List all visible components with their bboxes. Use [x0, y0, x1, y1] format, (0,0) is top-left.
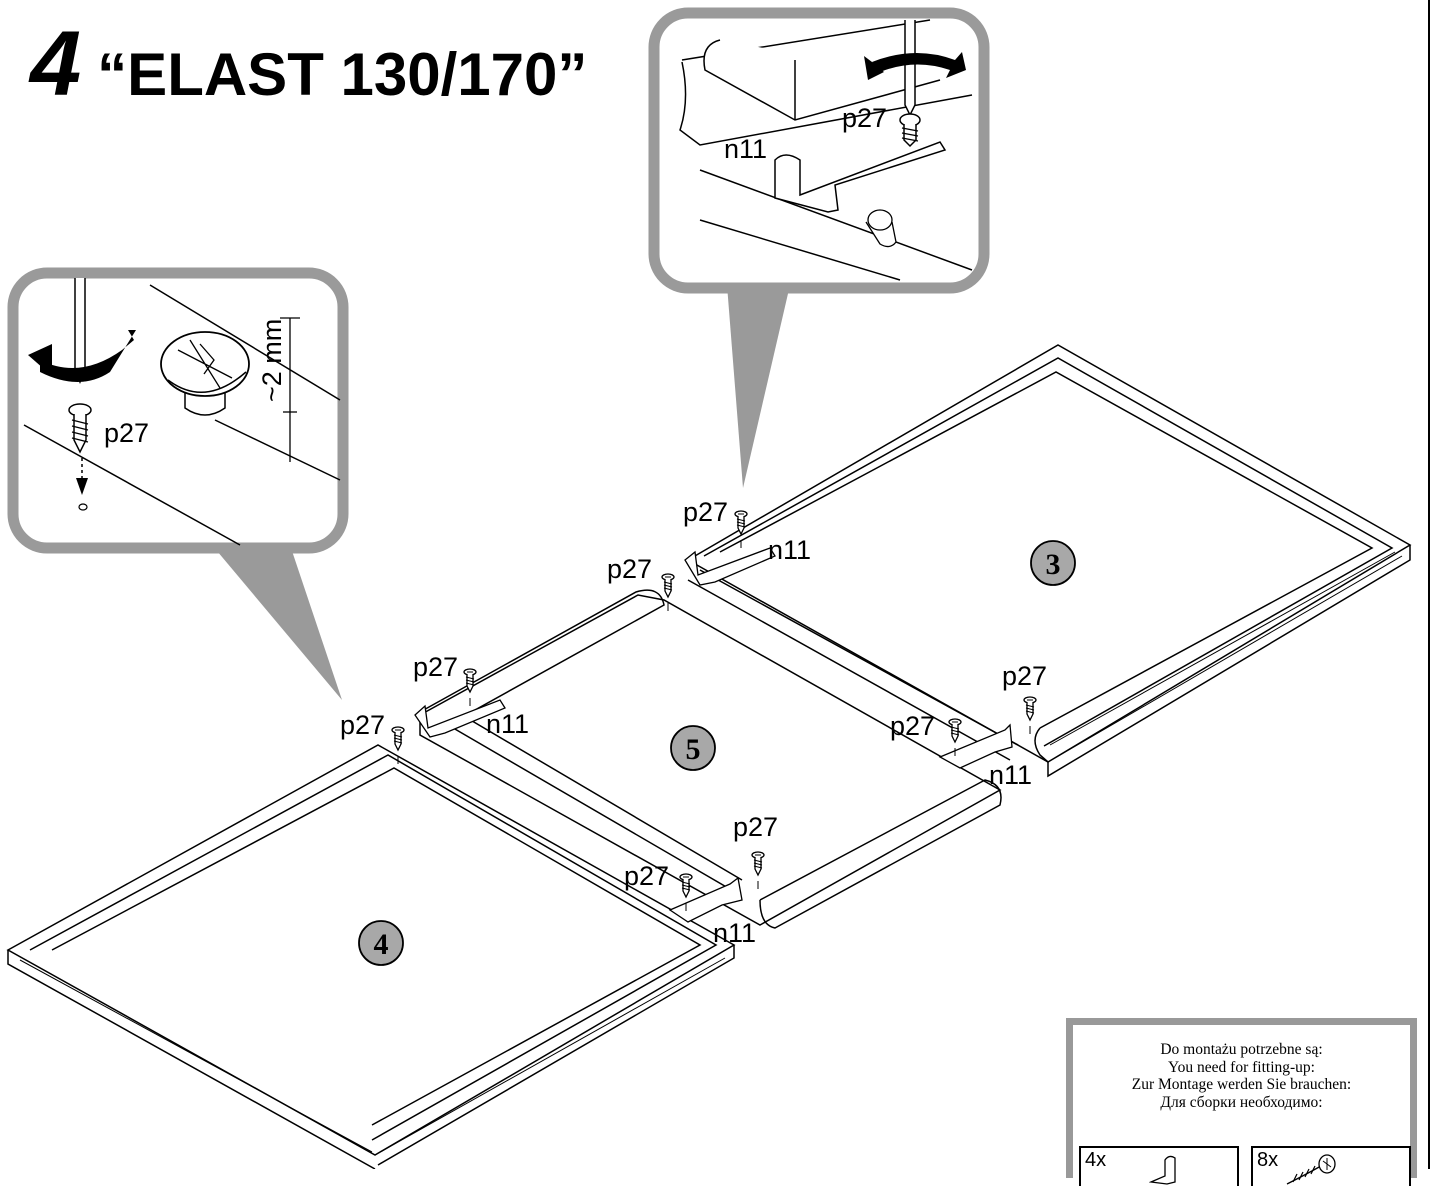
- bracket-n11-icon: [684, 547, 776, 586]
- step-number: 4: [30, 13, 82, 115]
- board-4-badge: [358, 920, 404, 966]
- parts-needed-box: Do montażu potrzebne są: You need for fi…: [1066, 1018, 1417, 1186]
- bracket-n11-icon: [1149, 1155, 1176, 1185]
- screw-label: p27: [733, 812, 778, 842]
- part-cell-screw: 8x: [1251, 1146, 1411, 1186]
- down-arrow-icon: [76, 458, 88, 495]
- part-qty: 8x: [1257, 1149, 1279, 1171]
- part-qty: 4x: [1085, 1149, 1107, 1171]
- zoom-top-screw-label: p27: [842, 103, 887, 133]
- screw-label: p27: [413, 652, 458, 682]
- board-4-number: 4: [374, 928, 389, 961]
- part-cell-bracket: 4x: [1079, 1146, 1239, 1186]
- model-name: “ELAST 130/170”: [97, 41, 588, 108]
- bracket-n11-icon: [774, 141, 947, 213]
- parts-line-en: You need for fitting-up:: [1168, 1058, 1315, 1076]
- bracket-label: n11: [486, 709, 529, 739]
- bracket-n11-icon: [938, 723, 1013, 769]
- board-5-number: 5: [686, 733, 701, 766]
- parts-line-pl: Do montażu potrzebne są:: [1160, 1041, 1323, 1058]
- bracket-label: n11: [989, 760, 1032, 790]
- board-3-number: 3: [1046, 548, 1061, 581]
- parts-line-de: Zur Montage werden Sie brauchen:: [1131, 1076, 1352, 1093]
- rotate-arrow-icon: [28, 330, 136, 382]
- bracket-label: n11: [713, 918, 756, 948]
- page-edge-rule: [1428, 0, 1430, 1169]
- gap-dimension-label: ~2 mm: [257, 319, 287, 402]
- bracket-label: n11: [768, 535, 811, 565]
- zoom-left-screw-label: p27: [104, 418, 149, 448]
- screw-p27-icon: [68, 403, 92, 454]
- callout-top: n11 p27: [648, 7, 990, 488]
- screw-label: p27: [890, 711, 935, 741]
- screw-label: p27: [1002, 661, 1047, 691]
- bracket-n11-icon: [668, 876, 743, 923]
- screw-label: p27: [340, 710, 385, 740]
- parts-line-ru: Для сборки необходимо:: [1160, 1093, 1323, 1111]
- callout-left: p27 ~2 mm: [7, 267, 349, 700]
- step-title: 4 “ELAST 130/170”: [30, 13, 588, 115]
- rotate-arrow-icon: [864, 52, 966, 80]
- screw-label: p27: [683, 497, 728, 527]
- board-3-badge: [1030, 540, 1076, 586]
- bracket-n11-icon: [414, 699, 506, 738]
- zoom-top-bracket-label: n11: [724, 134, 767, 164]
- screw-label: p27: [624, 861, 669, 891]
- board-5-badge: [670, 725, 716, 771]
- screw-p27-icon: [899, 113, 921, 148]
- screw-head-closeup-icon: [160, 331, 250, 416]
- screw-p27-icon: [1286, 1154, 1336, 1185]
- screw-label: p27: [607, 554, 652, 584]
